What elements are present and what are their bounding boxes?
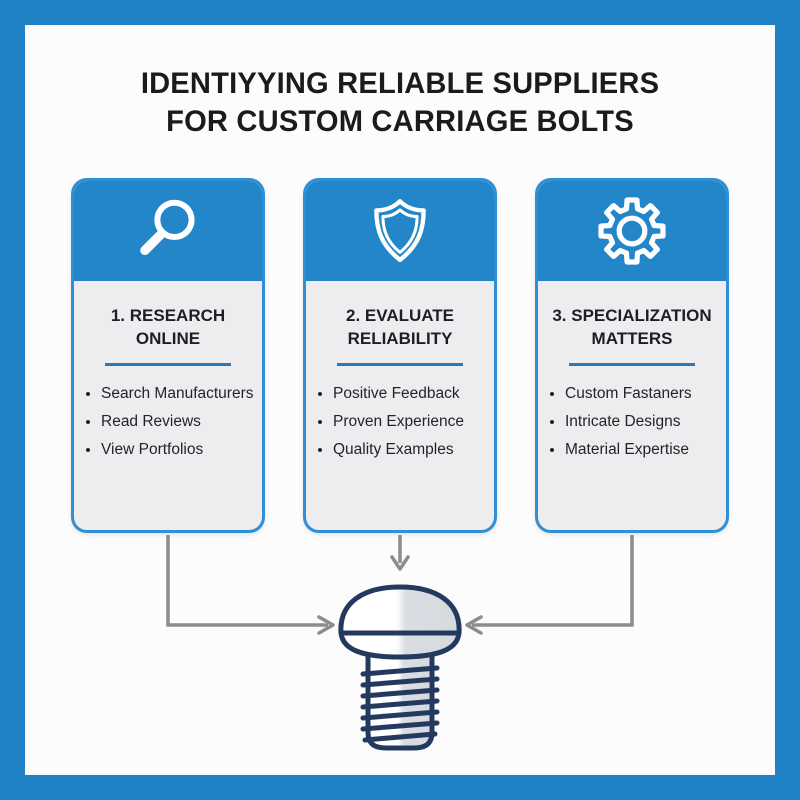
bullet-item: Material Expertise bbox=[565, 440, 720, 460]
card-1-divider bbox=[105, 363, 231, 366]
card-3-divider bbox=[569, 363, 695, 366]
card-1-bullet-list: Search Manufacturers Read Reviews View P… bbox=[74, 384, 262, 460]
connector-card-3-to-bolt bbox=[465, 535, 634, 635]
bullet-item: Custom Fastaners bbox=[565, 384, 720, 404]
gear-icon bbox=[598, 197, 666, 265]
connector-card-2-to-bolt bbox=[390, 535, 410, 571]
card-3-title-line-2: MATTERS bbox=[591, 329, 673, 348]
card-3-title-line-1: 3. SPECIALIZATION bbox=[552, 306, 712, 325]
bullet-item: Quality Examples bbox=[333, 440, 488, 460]
bullet-item: Positive Feedback bbox=[333, 384, 488, 404]
card-2-title-line-2: RELIABILITY bbox=[347, 329, 453, 348]
card-2-title: 2. EVALUATE RELIABILITY bbox=[306, 304, 494, 350]
card-evaluate-reliability: 2. EVALUATE RELIABILITY Positive Feedback… bbox=[303, 178, 497, 533]
card-1-header bbox=[74, 181, 262, 281]
page-title: IDENTIYYING RELIABLE SUPPLIERS FOR CUSTOM… bbox=[36, 65, 764, 141]
bullet-item: Search Manufacturers bbox=[101, 384, 256, 404]
bullet-item: Proven Experience bbox=[333, 412, 488, 432]
card-2-header bbox=[306, 181, 494, 281]
bullet-item: Read Reviews bbox=[101, 412, 256, 432]
card-3-body: 3. SPECIALIZATION MATTERS Custom Fastaner… bbox=[538, 304, 726, 460]
card-specialization-matters: 3. SPECIALIZATION MATTERS Custom Fastaner… bbox=[535, 178, 729, 533]
card-1-title-line-2: ONLINE bbox=[135, 329, 201, 348]
card-2-divider bbox=[337, 363, 463, 366]
card-1-title-line-1: 1. RESEARCH bbox=[110, 306, 226, 325]
card-3-title: 3. SPECIALIZATION MATTERS bbox=[538, 304, 726, 350]
shield-icon bbox=[374, 199, 426, 263]
card-2-body: 2. EVALUATE RELIABILITY Positive Feedback… bbox=[306, 304, 494, 460]
card-2-title-line-1: 2. EVALUATE bbox=[346, 306, 454, 325]
page-title-line-2: FOR CUSTOM CARRIAGE BOLTS bbox=[166, 105, 634, 139]
card-research-online: 1. RESEARCH ONLINE Search Manufacturers R… bbox=[71, 178, 265, 533]
card-3-bullet-list: Custom Fastaners Intricate Designs Mater… bbox=[538, 384, 726, 460]
bullet-item: View Portfolios bbox=[101, 440, 256, 460]
flow-diagram bbox=[166, 535, 634, 751]
card-3-header bbox=[538, 181, 726, 281]
carriage-bolt-illustration bbox=[338, 584, 462, 751]
card-1-body: 1. RESEARCH ONLINE Search Manufacturers R… bbox=[74, 304, 262, 460]
card-1-title: 1. RESEARCH ONLINE bbox=[74, 304, 262, 350]
bullet-item: Intricate Designs bbox=[565, 412, 720, 432]
connector-card-1-to-bolt bbox=[166, 535, 335, 635]
card-2-bullet-list: Positive Feedback Proven Experience Qual… bbox=[306, 384, 494, 460]
steps-row: 1. RESEARCH ONLINE Search Manufacturers R… bbox=[25, 178, 775, 533]
page-title-line-1: IDENTIYYING RELIABLE SUPPLIERS bbox=[140, 67, 660, 101]
magnifier-icon bbox=[140, 199, 195, 256]
